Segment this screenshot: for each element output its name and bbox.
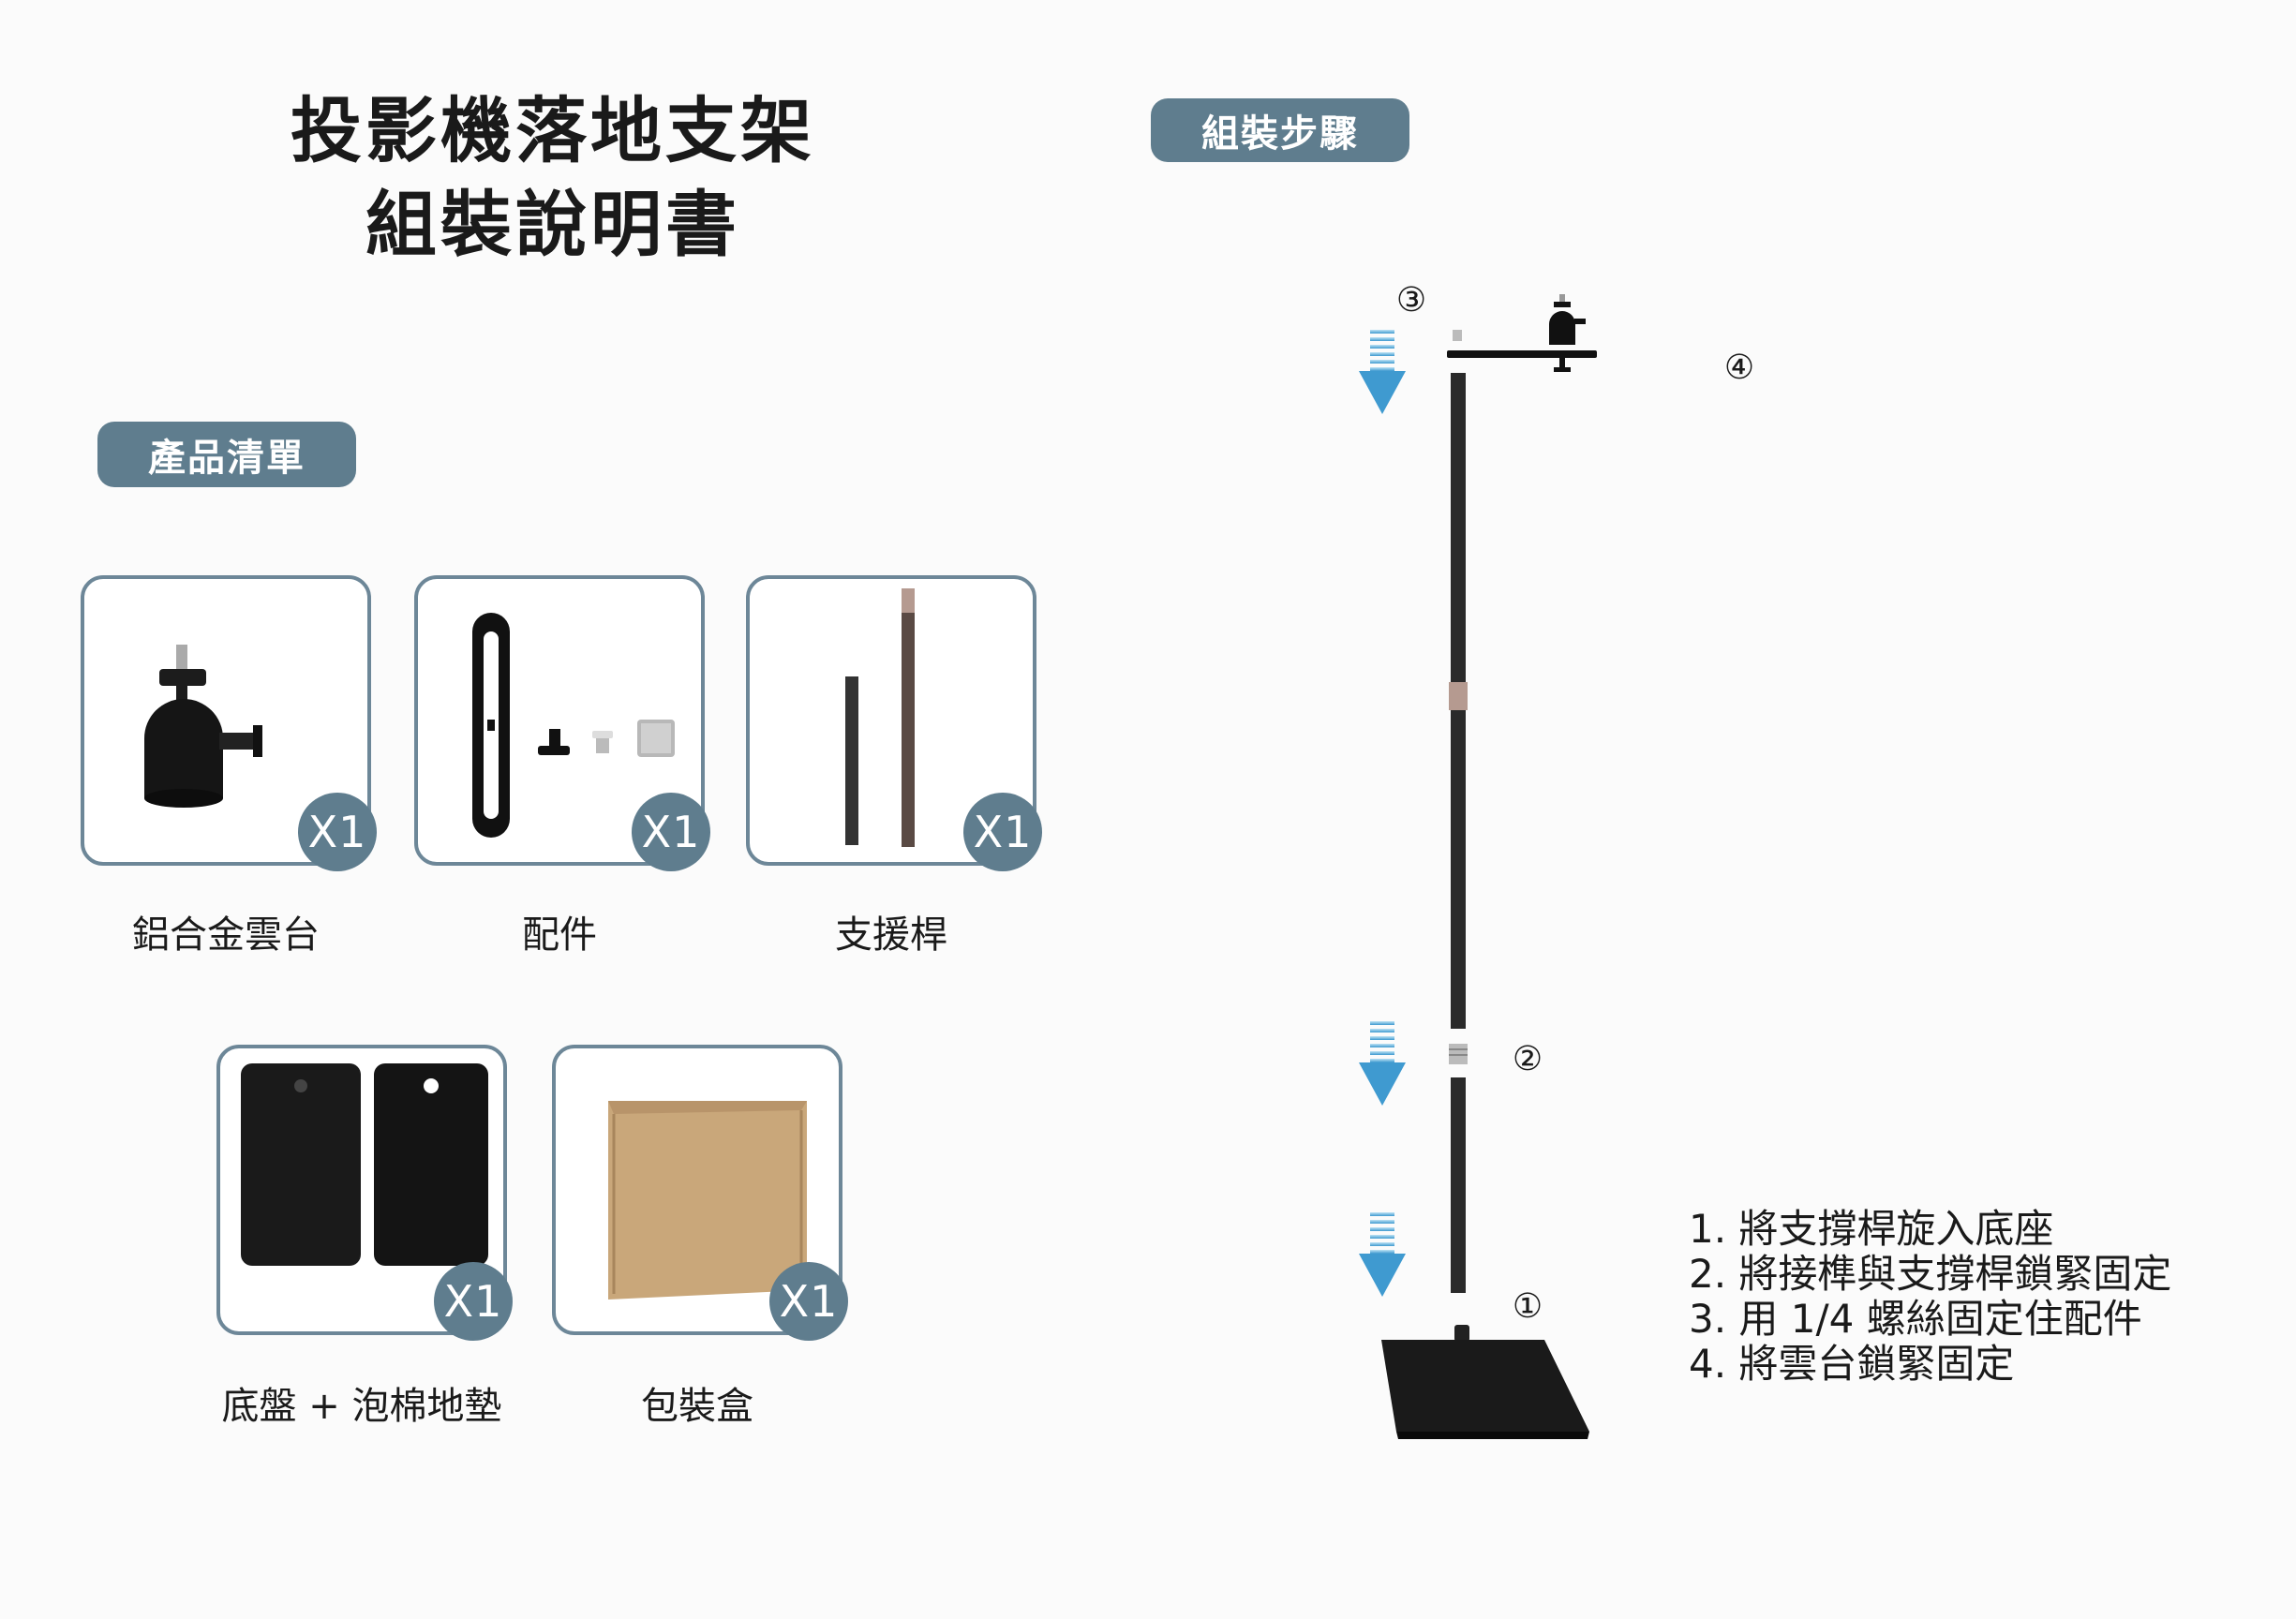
product-card-base-plates: X1 [216,1045,513,1341]
assembly-diagram [1359,294,1597,1439]
step-marker-2: ② [1512,1040,1543,1078]
instruction-line: 4. 將雲台鎖緊固定 [1689,1341,2015,1387]
product-name: 支援桿 [835,913,947,957]
instruction-line: 1. 將支撐桿旋入底座 [1689,1206,2054,1252]
down-arrow-icon [1359,1212,1406,1297]
title-line-1: 投影機落地支架 [291,89,815,172]
box-icon [608,1101,807,1300]
accessories-icon [472,613,675,838]
step-marker-1: ① [1512,1287,1543,1326]
qty-badge: X1 [298,793,377,871]
rod-collar [1449,682,1468,710]
product-name: 鋁合金雲台 [132,913,320,957]
rods-icon [845,588,915,847]
page-title: 投影機落地支架 組裝說明書 [169,84,937,272]
qty-badge: X1 [632,793,710,871]
instruction-line: 3. 用 1/4 螺絲固定住配件 [1689,1296,2142,1342]
product-name: 底盤 + 泡棉地墊 [221,1385,502,1428]
assembly-instructions: 1. 將支撐桿旋入底座 2. 將接榫與支撐桿鎖緊固定 3. 用 1/4 螺絲固定… [1689,1207,2171,1387]
lower-rod [1451,1077,1466,1293]
step-marker-4: ④ [1723,349,1755,387]
step-marker-3: ③ [1395,281,1427,319]
instruction-line: 2. 將接榫與支撐桿鎖緊固定 [1689,1251,2172,1297]
product-list-label: 產品清單 [97,422,356,487]
upper-rod [1451,373,1466,682]
screw-icon [1453,330,1462,341]
qty-badge: X1 [963,793,1042,871]
ball-head-icon [144,645,262,808]
product-name: 包裝盒 [641,1385,753,1428]
product-card-accessories: X1 [414,575,710,871]
title-line-2: 組裝說明書 [365,183,740,266]
product-card-ball-head: X1 [81,575,377,871]
qty-badge: X1 [769,1262,848,1341]
assembly-steps-label: 組裝步驟 [1151,98,1409,162]
qty-badge: X1 [434,1262,513,1341]
bracket-icon [1447,350,1597,358]
down-arrow-icon [1359,1021,1406,1106]
middle-rod [1451,710,1466,1029]
product-name: 配件 [522,913,597,957]
ball-head-icon [1549,294,1586,372]
product-card-box: X1 [552,1045,848,1341]
product-card-rods: X1 [746,575,1042,871]
base-plates-icon [241,1063,488,1266]
base-plate-icon [1381,1325,1589,1439]
down-arrow-icon [1359,330,1406,414]
